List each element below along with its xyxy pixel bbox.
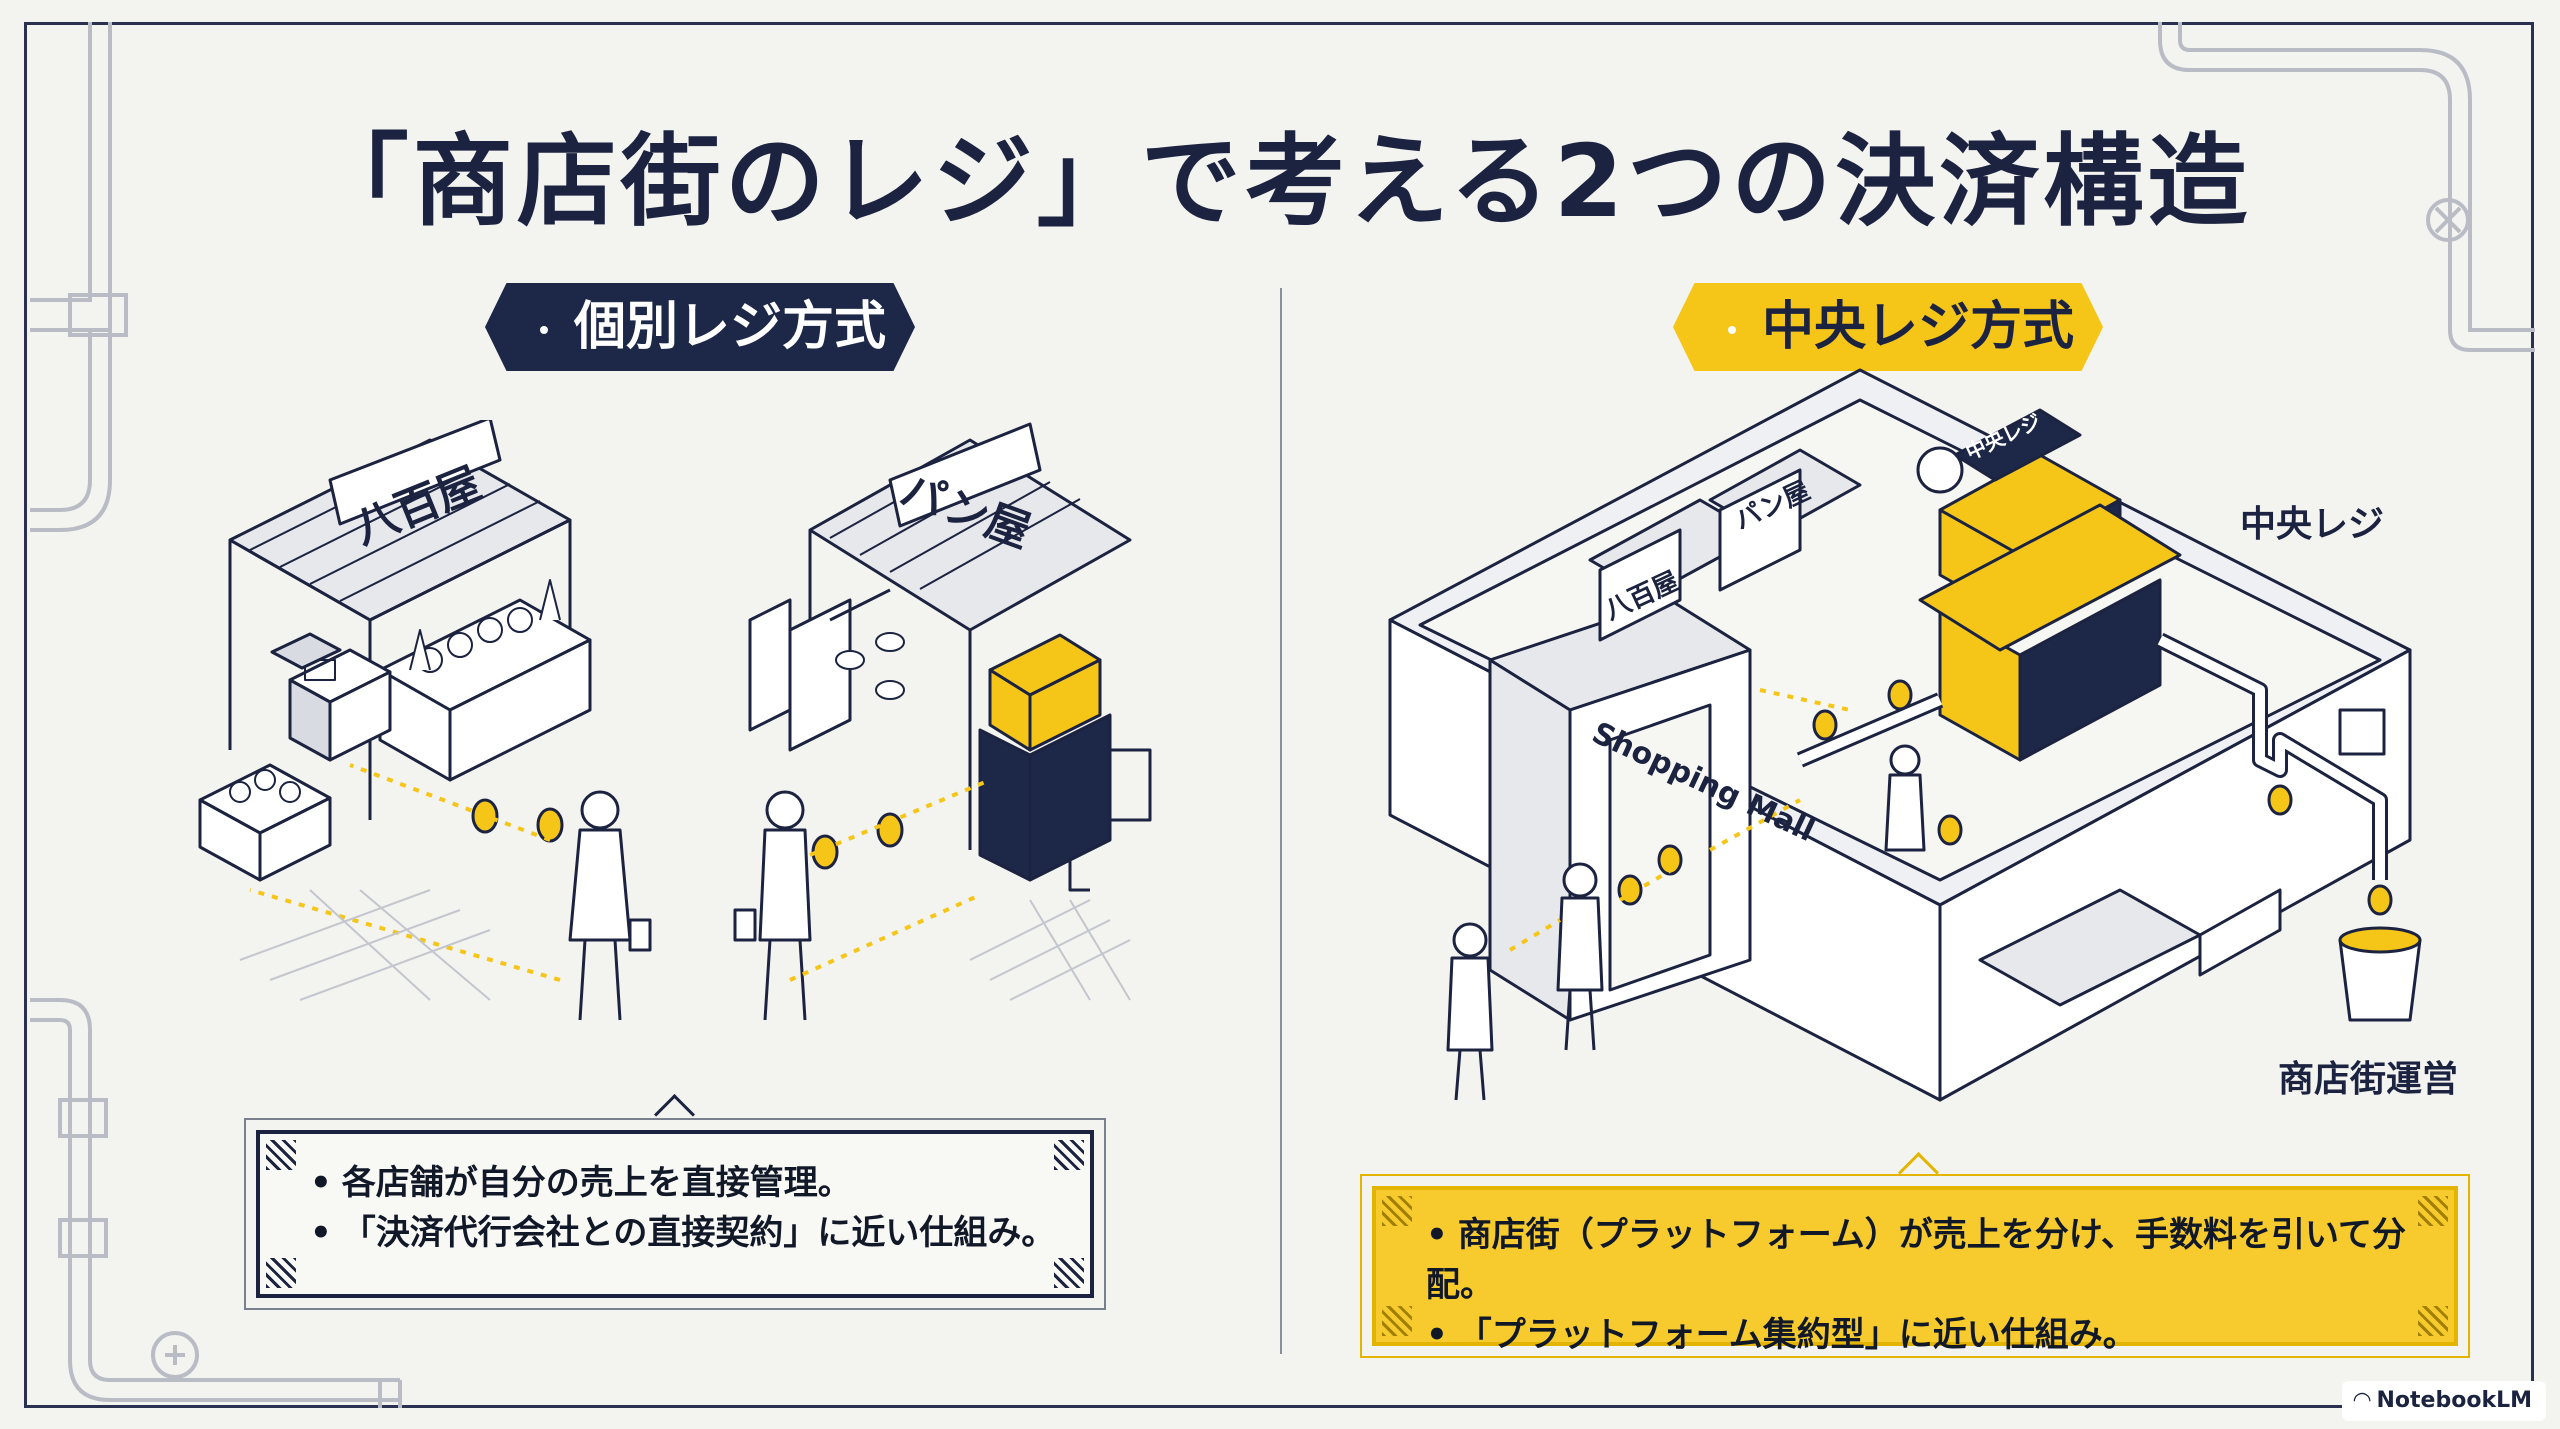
badge-dot [539,326,548,334]
box-corner [2418,1306,2448,1336]
box-corner [1382,1196,1412,1226]
box-corner [266,1140,296,1170]
central-explanation-box: 商店街（プラットフォーム）が売上を分け、手数料を引いて分配。 「プラットフォーム… [1372,1186,2458,1355]
watermark-text: NotebookLM [2376,1388,2532,1413]
box-corner [1054,1140,1084,1170]
slide-title: 「商店街のレジ」で考える2つの決済構造 [308,123,2252,240]
center-divider [1280,288,1282,1354]
badge-label: 個別レジ方式 [573,297,886,357]
explanation-item: 各店舗が自分の売上を直接管理。 [310,1158,1090,1208]
explanation-item: 商店街（プラットフォーム）が売上を分け、手数料を引いて分配。 [1426,1210,2454,1310]
notebooklm-logo-icon: ◠ [2353,1388,2371,1413]
box-corner [2418,1196,2448,1226]
explanation-list: 商店街（プラットフォーム）が売上を分け、手数料を引いて分配。 「プラットフォーム… [1376,1190,2454,1360]
central-register-illustration: Shopping Mall 八百屋 パン屋 中央レジ [1388,368,2422,1102]
slide-frame [24,22,2534,1408]
badge-dot [1727,326,1736,334]
badge-label: 中央レジ方式 [1761,297,2074,357]
central-register-badge: 中央レジ方式 [1673,283,2103,371]
central-register-label: 中央レジ [2240,504,2385,545]
operator-label: 商店街運営 [2278,1059,2459,1100]
individual-explanation-box: 各店舗が自分の売上を直接管理。 「決済代行会社との直接契約」に近い仕組み。 [256,1130,1094,1298]
box-corner [266,1258,296,1288]
individual-register-badge: 個別レジ方式 [485,283,915,371]
notebooklm-watermark: ◠NotebookLM [2341,1381,2546,1421]
box-corner [1382,1306,1412,1336]
explanation-list: 各店舗が自分の売上を直接管理。 「決済代行会社との直接契約」に近い仕組み。 [260,1134,1090,1258]
box-corner [1054,1258,1084,1288]
explanation-item: 「決済代行会社との直接契約」に近い仕組み。 [310,1208,1090,1258]
individual-register-illustration [198,420,1152,1021]
explanation-item: 「プラットフォーム集約型」に近い仕組み。 [1426,1310,2454,1360]
